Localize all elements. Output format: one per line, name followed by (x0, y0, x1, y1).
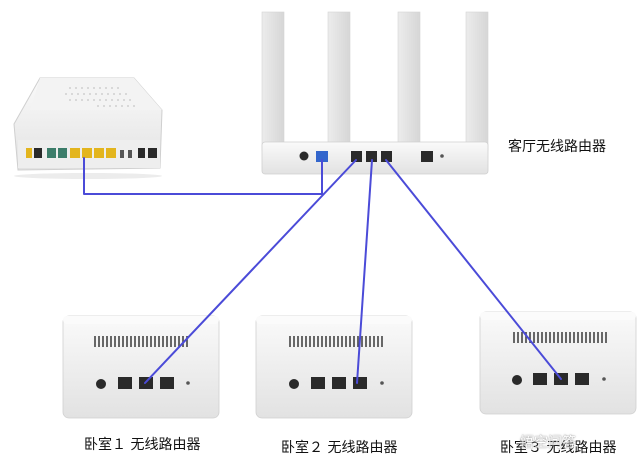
cable-modem-to-wan (83, 157, 323, 195)
bedroom3-router-label: 卧室３ 无线路由器 (500, 440, 617, 456)
antenna-2 (327, 11, 351, 151)
wan-port (316, 151, 328, 162)
antenna-4 (465, 11, 489, 151)
bedroom-router-1 (62, 315, 220, 419)
port (160, 377, 174, 389)
antenna-3 (397, 11, 421, 151)
power-jack-icon (289, 379, 299, 389)
port (118, 377, 132, 389)
reset-hole (440, 154, 444, 158)
port (353, 377, 367, 389)
cable-to-bedroom-2 (356, 159, 373, 384)
living-room-router-label: 客厅无线路由器 (508, 139, 606, 155)
power-jack-icon (299, 151, 309, 161)
port (311, 377, 325, 389)
modem-device (13, 77, 163, 179)
power-jack-icon (512, 375, 522, 385)
cable-to-bedroom-1 (144, 159, 357, 384)
port (575, 373, 589, 385)
cable-to-bedroom-3 (385, 159, 562, 380)
lan-port-1 (351, 151, 362, 162)
port (332, 377, 346, 389)
modem-ports (26, 148, 157, 158)
living-room-router (261, 11, 489, 175)
antenna-1 (261, 11, 285, 151)
bedroom2-router-label: 卧室２ 无线路由器 (281, 440, 398, 456)
bedroom-router-2 (255, 315, 413, 419)
bedroom1-router-label: 卧室１ 无线路由器 (84, 437, 201, 453)
watermark: 悟空问答 (520, 435, 576, 451)
lan-port-3 (381, 151, 392, 162)
bedroom-router-3 (479, 311, 637, 415)
power-jack-icon (96, 379, 106, 389)
cables (83, 157, 562, 384)
lan-port-2 (366, 151, 377, 162)
port (533, 373, 547, 385)
usb-port (421, 151, 433, 162)
